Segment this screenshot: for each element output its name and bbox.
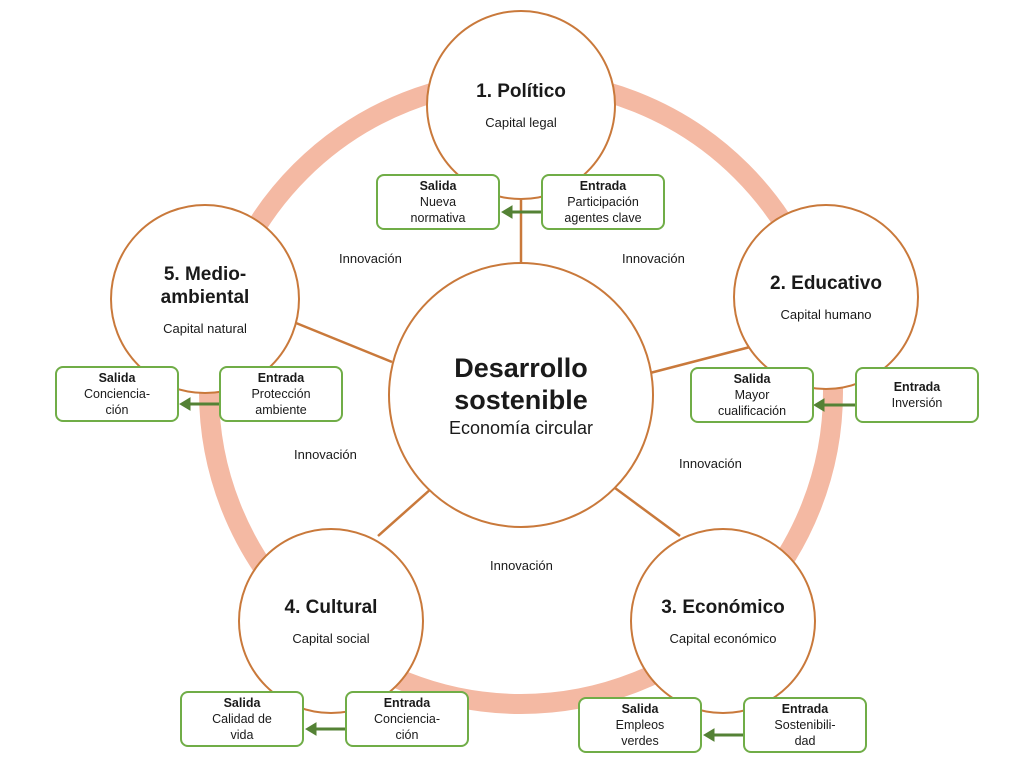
box-label: Salida xyxy=(621,702,659,716)
box-label: Entrada xyxy=(257,371,305,385)
node-educativo: 2. Educativo Capital humano xyxy=(733,204,919,390)
center-node: Desarrollo sostenible Economía circular xyxy=(388,262,654,528)
node-title: 4. Cultural xyxy=(284,597,378,618)
box-text: Mayor cualificación xyxy=(717,388,787,418)
node-subtitle: Capital económico xyxy=(669,631,777,646)
node-title: 3. Económico xyxy=(661,597,785,618)
innovation-label: Innovación xyxy=(490,558,553,573)
arrow-head-educativo xyxy=(813,398,825,412)
box-label: Entrada xyxy=(781,702,829,716)
node-subtitle: Capital social xyxy=(292,631,370,646)
box-label: Entrada xyxy=(893,380,941,394)
box-text: Conciencia- ción xyxy=(373,712,440,742)
arrows xyxy=(179,205,855,742)
box-label: Salida xyxy=(98,371,136,385)
innovation-label: Innovación xyxy=(679,456,742,471)
arrow-head-medioambiental xyxy=(179,397,191,411)
salida-box-cultural: Salida Calidad de vida xyxy=(180,691,304,747)
center-title-line2: sostenible xyxy=(454,384,588,415)
entrada-box-economico: Entrada Sostenibili- dad xyxy=(743,697,867,753)
box-label: Entrada xyxy=(579,179,627,193)
connector-bottom-left xyxy=(377,487,433,537)
node-cultural: 4. Cultural Capital social xyxy=(238,528,424,714)
salida-box-economico: Salida Empleos verdes xyxy=(578,697,702,753)
center-title-line1: Desarrollo xyxy=(454,352,588,383)
salida-box-educativo: Salida Mayor cualificación xyxy=(690,367,814,423)
box-text: Conciencia- ción xyxy=(83,387,150,417)
node-title-line1: 5. Medio- xyxy=(163,263,247,285)
node-subtitle: Capital natural xyxy=(163,320,247,336)
salida-box-medioambiental: Salida Conciencia- ción xyxy=(55,366,179,422)
box-label: Salida xyxy=(223,696,261,710)
connector-left xyxy=(295,321,393,364)
node-title-line2: ambiental xyxy=(160,286,250,308)
arrow-head-cultural xyxy=(305,722,317,736)
box-text: Calidad de vida xyxy=(212,712,272,742)
box-text: Protección ambiente xyxy=(251,387,311,417)
box-text: Inversión xyxy=(891,396,943,410)
box-text: Empleos verdes xyxy=(615,718,665,748)
connector-right xyxy=(649,345,751,375)
box-text: Participación agentes clave xyxy=(564,195,642,225)
arrow-head-economico xyxy=(703,728,715,742)
salida-box-politico: Salida Nueva normativa xyxy=(376,174,500,230)
innovation-label: Innovación xyxy=(294,447,357,462)
node-politico: 1. Político Capital legal xyxy=(426,10,616,200)
entrada-box-cultural: Entrada Conciencia- ción xyxy=(345,691,469,747)
connector-bottom-right xyxy=(614,486,681,538)
innovation-label: Innovación xyxy=(622,251,685,266)
node-title: 1. Político xyxy=(476,81,566,102)
box-text: Sostenibili- dad xyxy=(774,718,836,748)
box-label: Entrada xyxy=(383,696,431,710)
box-text: Nueva normativa xyxy=(410,195,466,225)
node-subtitle: Capital humano xyxy=(780,307,872,322)
node-economico: 3. Económico Capital económico xyxy=(630,528,816,714)
entrada-box-educativo: Entrada Inversión xyxy=(855,367,979,423)
innovation-label: Innovación xyxy=(339,251,402,266)
node-medioambiental: 5. Medio- ambiental Capital natural xyxy=(110,204,300,394)
arrow-head-politico xyxy=(501,205,513,219)
node-subtitle: Capital legal xyxy=(485,115,557,130)
entrada-box-medioambiental: Entrada Protección ambiente xyxy=(219,366,343,422)
entrada-box-politico: Entrada Participación agentes clave xyxy=(541,174,665,230)
box-label: Salida xyxy=(733,372,771,386)
box-label: Salida xyxy=(419,179,457,193)
node-title: 2. Educativo xyxy=(770,273,882,294)
center-subtitle: Economía circular xyxy=(448,417,594,438)
